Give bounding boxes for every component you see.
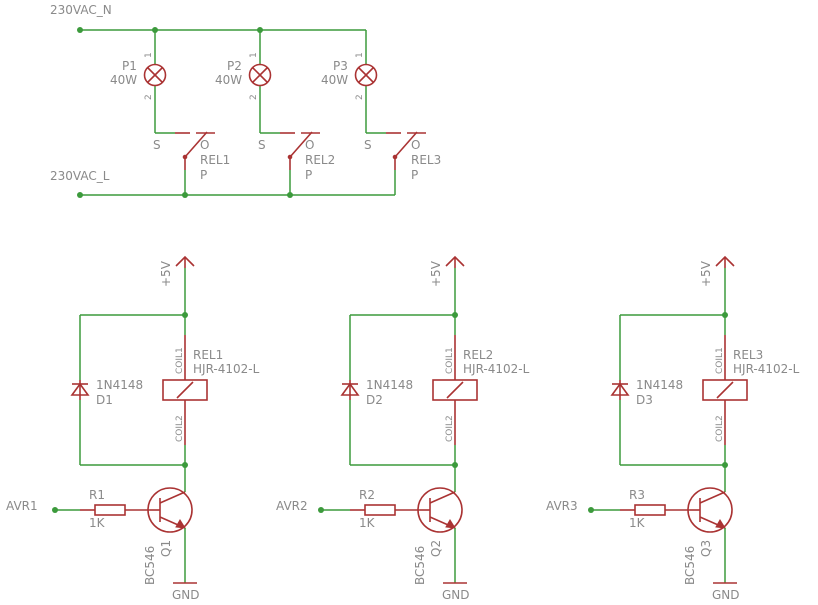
diode-model: 1N4148 [96,378,143,392]
vcc-label: +5V [699,260,713,287]
resistor-r1: R1 1K [80,488,150,530]
lamp-p2: 1 2 P2 40W [215,30,280,134]
ground-symbol: GND [712,582,740,602]
relay-coil-rel2: REL2 HJR-4102-L COIL1 COIL2 [432,335,530,445]
relay-coil-rel1: REL1 HJR-4102-L COIL1 COIL2 [162,335,260,445]
transistor-model: BC546 [413,546,427,585]
transistor-ref: Q1 [159,540,173,557]
diode-d1: 1N4148 D1 [70,378,143,407]
relay-contact-rel2: S O REL2 P [258,131,335,195]
vcc-symbol: +5V [429,255,465,287]
resistor-r3: R3 1K [620,488,690,530]
lamp-pin-2: 2 [249,94,259,100]
diode-d2: 1N4148 D2 [340,378,413,407]
vcc-label: +5V [159,260,173,287]
diode-ref: D2 [366,393,383,407]
transistor-ref: Q3 [699,540,713,557]
coil-relay-model: HJR-4102-L [463,362,530,376]
coil2-pin: COIL2 [445,415,455,442]
transistor-ref: Q2 [429,540,443,557]
lamp-p3: 1 2 P3 40W [321,30,386,134]
resistor-value: 1K [629,516,646,530]
resistor-ref: R2 [359,488,375,502]
vcc-symbol: +5V [159,255,195,287]
input-label: AVR1 [6,499,38,513]
contact-ref: REL3 [411,153,441,167]
lamp-ref: P2 [227,59,242,73]
lamp-pin-1: 1 [144,52,154,58]
relay-contact-rel3: S O REL3 P [364,131,441,195]
coil-relay-ref: REL2 [463,348,493,362]
resistor-ref: R1 [89,488,105,502]
contact-s: S [258,138,266,152]
line-net-label: 230VAC_L [50,169,110,183]
resistor-ref: R3 [629,488,645,502]
contact-p: P [200,168,207,182]
contact-p: P [411,168,418,182]
lamp-pin-2: 2 [355,94,365,100]
lamp-pin-2: 2 [144,94,154,100]
neutral-bus [77,27,366,33]
diode-ref: D3 [636,393,653,407]
resistor-value: 1K [359,516,376,530]
coil1-pin: COIL1 [445,347,455,374]
contact-ref: REL2 [305,153,335,167]
contact-s: S [153,138,161,152]
coil-relay-ref: REL3 [733,348,763,362]
driver-channel-1: +5V 1N4148 D1 REL1 HJR-4102-L COIL1 COIL… [6,255,260,602]
diode-d3: 1N4148 D3 [610,378,683,407]
ground-label: GND [172,588,200,602]
coil2-pin: COIL2 [175,415,185,442]
line-bus [77,192,395,198]
vcc-symbol: +5V [699,255,735,287]
coil-relay-ref: REL1 [193,348,223,362]
ground-symbol: GND [442,582,470,602]
coil-relay-model: HJR-4102-L [733,362,800,376]
driver-channel-2: +5V 1N4148 D2 REL2 HJR-4102-L COIL1 COIL… [276,255,530,602]
coil1-pin: COIL1 [175,347,185,374]
resistor-r2: R2 1K [350,488,420,530]
relay-contact-rel1: S O REL1 P [153,131,230,195]
driver-channel-3: +5V 1N4148 D3 REL3 HJR-4102-L COIL1 COIL… [546,255,800,602]
diode-model: 1N4148 [636,378,683,392]
input-label: AVR2 [276,499,308,513]
vcc-label: +5V [429,260,443,287]
input-label: AVR3 [546,499,578,513]
transistor-q2: BC546 Q2 [413,487,463,585]
diode-ref: D1 [96,393,113,407]
resistor-value: 1K [89,516,106,530]
ground-symbol: GND [172,582,200,602]
contact-p: P [305,168,312,182]
contact-s: S [364,138,372,152]
lamp-ref: P1 [122,59,137,73]
coil-relay-model: HJR-4102-L [193,362,260,376]
transistor-q3: BC546 Q3 [683,487,733,585]
relay-coil-rel3: REL3 HJR-4102-L COIL1 COIL2 [702,335,800,445]
transistor-model: BC546 [683,546,697,585]
lamp-pin-1: 1 [355,52,365,58]
contact-ref: REL1 [200,153,230,167]
transistor-q1: BC546 Q1 [143,487,193,585]
ground-label: GND [712,588,740,602]
lamp-ref: P3 [333,59,348,73]
contact-o: O [411,138,420,152]
neutral-net-label: 230VAC_N [50,3,112,17]
coil1-pin: COIL1 [715,347,725,374]
lamp-pin-1: 1 [249,52,259,58]
contact-o: O [200,138,209,152]
lamp-power: 40W [215,73,242,87]
transistor-model: BC546 [143,546,157,585]
contact-o: O [305,138,314,152]
diode-model: 1N4148 [366,378,413,392]
ground-label: GND [442,588,470,602]
coil2-pin: COIL2 [715,415,725,442]
lamp-p1: 1 2 P1 40W [110,30,175,134]
lamp-power: 40W [321,73,348,87]
lamp-power: 40W [110,73,137,87]
